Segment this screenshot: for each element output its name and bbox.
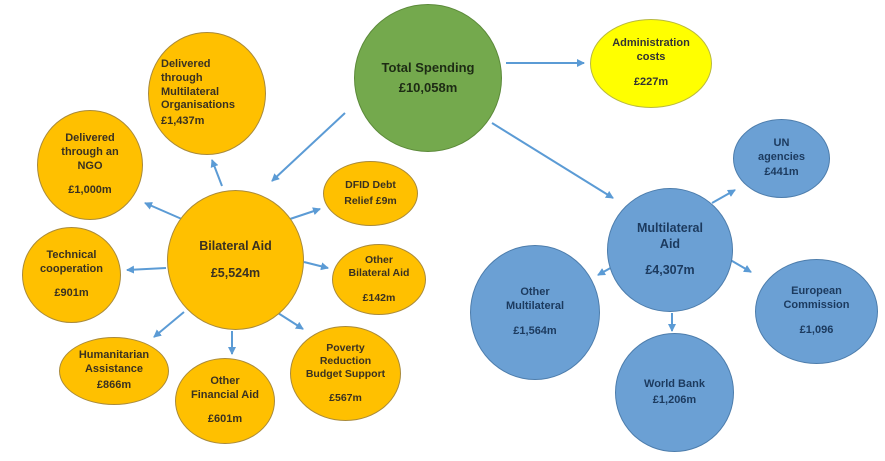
node-value: £9m (375, 194, 397, 207)
node-value: £227m (633, 75, 669, 88)
arrow-bilateral-to-humanitarian (153, 311, 185, 338)
node-label: Total Spending (381, 59, 475, 75)
node-world-bank: World Bank £1,206m (615, 333, 734, 452)
node-label: Administration costs (612, 37, 690, 64)
arrow-bilateral-to-other-bilateral (303, 261, 329, 271)
node-european-commission: European Commission £1,096 (755, 259, 878, 364)
arrow-multilateral-to-un (711, 189, 736, 204)
node-label: Technical cooperation (40, 248, 103, 275)
node-administration-costs: Administration costs £227m (590, 19, 712, 108)
node-delivered-through-multilateral-organisations: Delivered through Multilateral Organisat… (148, 32, 266, 155)
node-value: £1,000m (68, 184, 112, 197)
node-value: £441m (764, 166, 799, 179)
node-technical-cooperation: Technical cooperation £901m (22, 227, 121, 323)
node-label: UN agencies (757, 136, 806, 163)
node-poverty-reduction-budget-support: Poverty Reduction Budget Support £567m (290, 326, 401, 421)
node-value: £1,564m (513, 324, 557, 337)
node-label: DFID Debt Relief (344, 179, 396, 207)
node-multilateral-aid: Multilateral Aid £4,307m (607, 188, 733, 312)
node-label: Bilateral Aid (199, 238, 272, 253)
node-value: £1,096 (799, 323, 834, 336)
node-delivered-through-an-ngo: Delivered through an NGO £1,000m (37, 110, 143, 220)
arrow-total-to-bilateral (271, 112, 346, 182)
node-value: £10,058m (398, 80, 458, 95)
node-label: World Bank (644, 377, 705, 390)
arrow-bilateral-to-dmo (210, 159, 223, 187)
node-label: Multilateral Aid (637, 221, 703, 251)
node-label: European Commission (783, 285, 850, 312)
arrow-total-to-multilateral (491, 122, 614, 199)
node-value: £5,524m (210, 265, 261, 280)
node-label: Other Bilateral Aid (348, 254, 410, 280)
node-humanitarian-assistance: Humanitarian Assistance £866m (59, 337, 169, 405)
node-label: Other Multilateral (505, 286, 565, 313)
node-other-multilateral: Other Multilateral £1,564m (470, 245, 600, 380)
node-label: Delivered through Multilateral Organisat… (161, 58, 235, 112)
node-label: Poverty Reduction Budget Support (305, 341, 386, 380)
node-other-financial-aid: Other Financial Aid £601m (175, 358, 275, 444)
node-value: £1,206m (652, 393, 697, 406)
node-other-bilateral-aid: Other Bilateral Aid £142m (332, 244, 426, 315)
node-total-spending: Total Spending £10,058m (354, 4, 502, 152)
arrow-bilateral-to-technical (126, 265, 167, 274)
node-value: £866m (96, 378, 132, 391)
node-value: £142m (362, 291, 396, 304)
node-value: £1,437m (161, 115, 205, 128)
arrow-bilateral-to-ngo (144, 202, 185, 221)
node-value: £4,307m (645, 263, 695, 278)
node-value: £601m (207, 413, 243, 426)
arrow-bilateral-to-dfid (289, 207, 321, 220)
node-label: Other Financial Aid (190, 374, 260, 401)
node-dfid-debt-relief: DFID Debt Relief £9m (323, 161, 418, 226)
node-label: Delivered through an NGO (61, 132, 119, 172)
arrow-bilateral-to-poverty (277, 312, 304, 330)
node-bilateral-aid: Bilateral Aid £5,524m (167, 190, 304, 330)
node-value: £901m (54, 287, 89, 300)
node-un-agencies: UN agencies £441m (733, 119, 830, 198)
node-label: Humanitarian Assistance (78, 349, 150, 376)
node-value: £567m (329, 392, 362, 405)
